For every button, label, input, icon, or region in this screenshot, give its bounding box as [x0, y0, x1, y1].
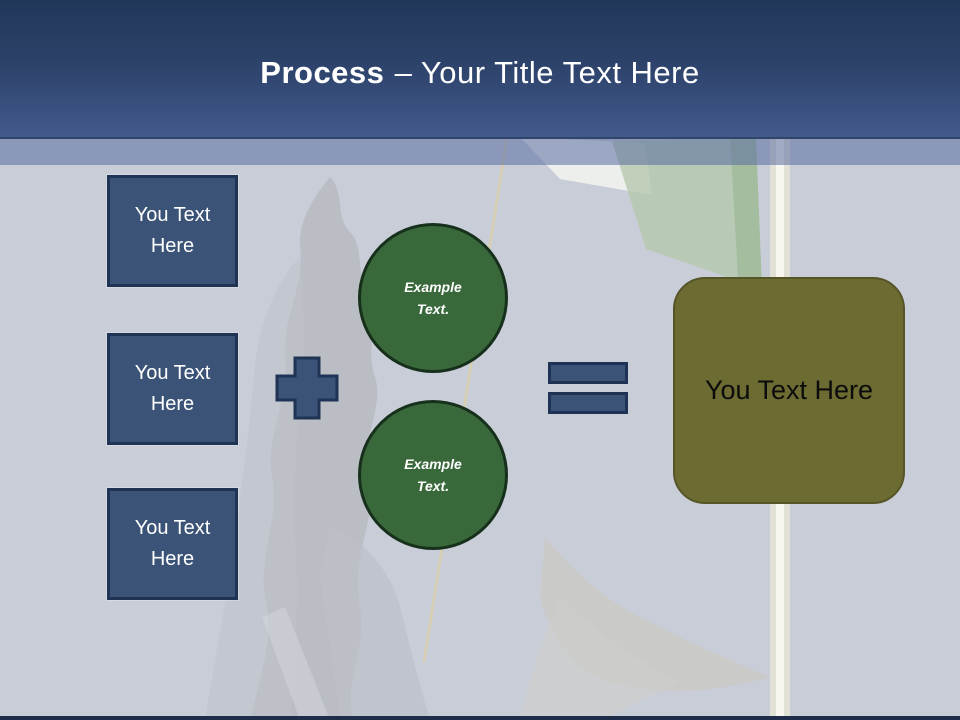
plus-icon	[275, 356, 339, 420]
equals-bar-top	[548, 362, 628, 384]
example-circle-2-label: Example Text.	[404, 455, 462, 494]
result-box: You Text Here	[673, 277, 905, 504]
subheader-strip	[0, 137, 960, 165]
statue-wing-detail	[520, 537, 770, 720]
slide-title-regular: – Your Title Text Here	[394, 54, 700, 90]
statue-silhouette	[205, 177, 430, 720]
example-circle-2: Example Text.	[358, 400, 508, 550]
example-circle-1: Example Text.	[358, 223, 508, 373]
process-input-box-2-label: You Text Here	[134, 362, 211, 415]
equals-bar-bottom	[548, 392, 628, 414]
flag-rope	[422, 137, 509, 663]
title-bar: Process– Your Title Text Here	[0, 0, 960, 139]
slide-title-bold: Process	[260, 54, 385, 90]
light-streak	[262, 607, 330, 720]
background-photo-statue-flag	[205, 137, 790, 720]
bottom-edge-strip	[0, 716, 960, 720]
process-input-box-3-label: You Text Here	[134, 517, 211, 570]
process-input-box-1-label: You Text Here	[134, 204, 211, 257]
slide-title: Process– Your Title Text Here	[260, 47, 699, 91]
process-input-box-1: You Text Here	[107, 175, 238, 287]
process-input-box-2: You Text Here	[107, 333, 238, 445]
equals-icon	[548, 362, 628, 414]
example-circle-1-label: Example Text.	[404, 278, 462, 317]
process-input-box-3: You Text Here	[107, 488, 238, 600]
result-box-label: You Text Here	[704, 375, 874, 405]
